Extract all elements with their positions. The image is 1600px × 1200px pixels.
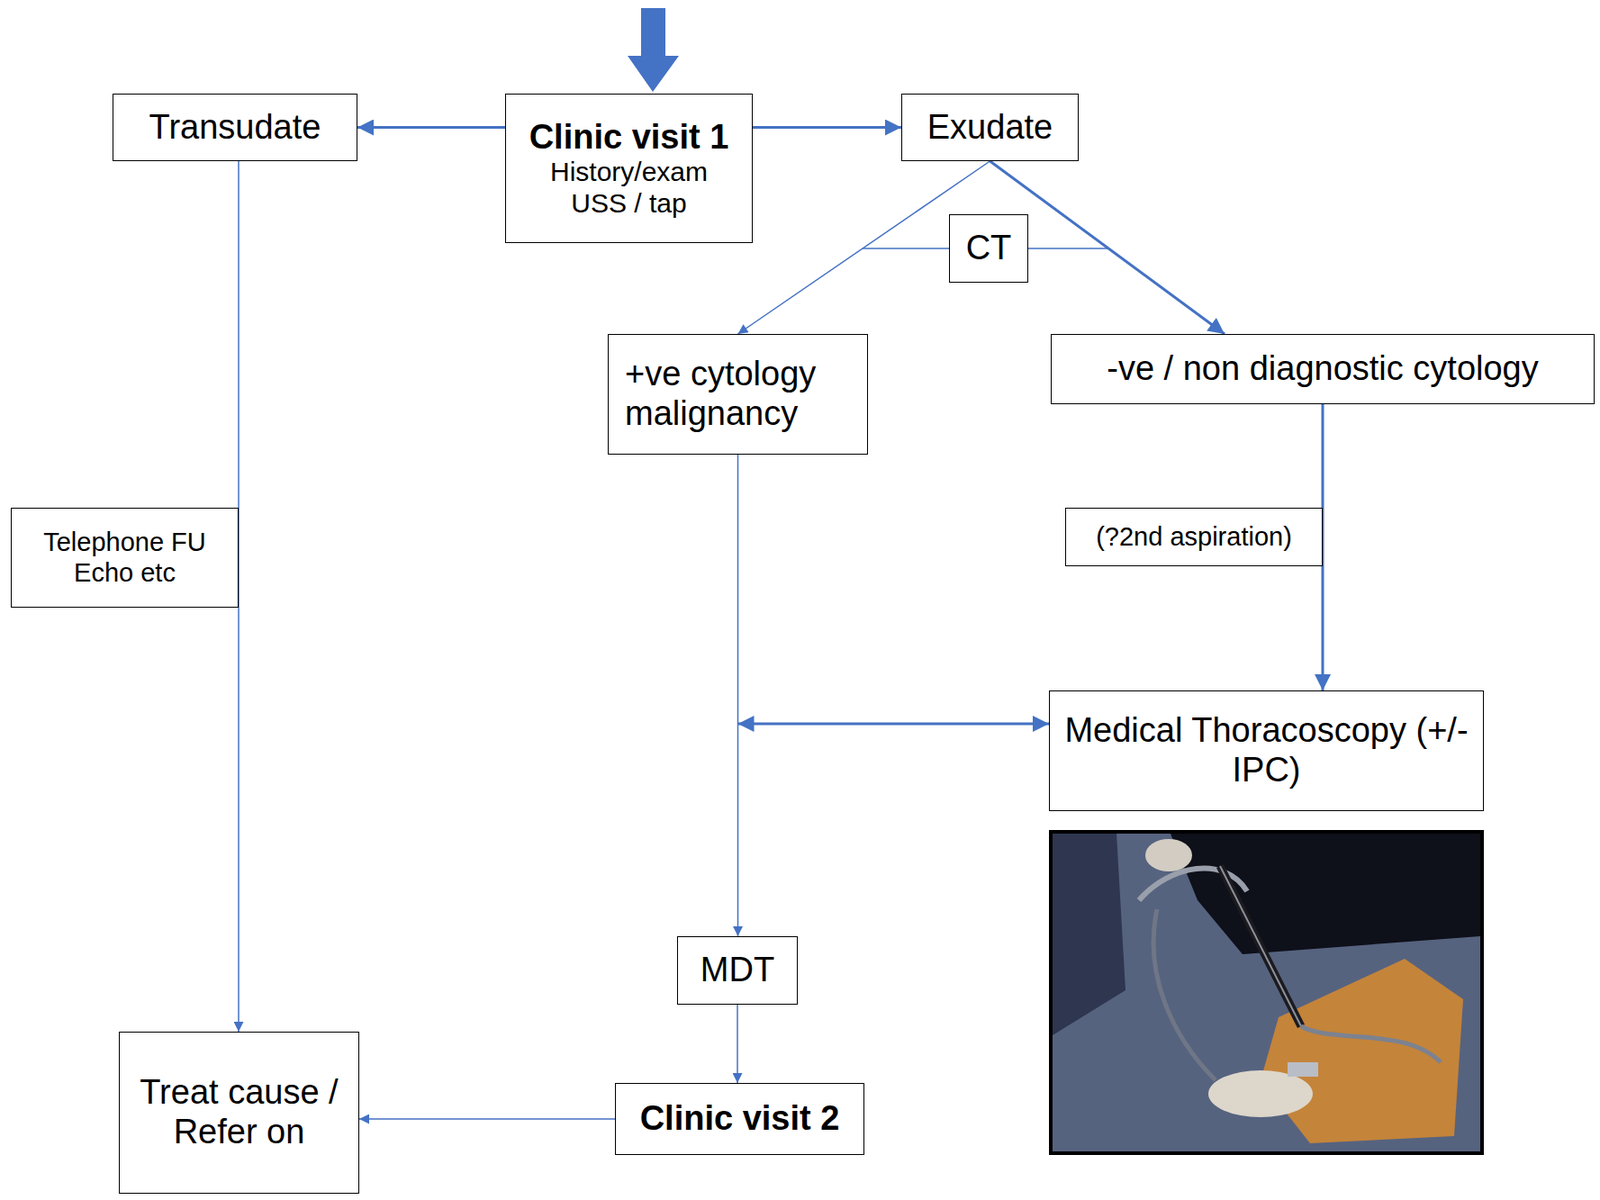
photo-glove — [1145, 839, 1193, 872]
box-label: Treat cause / Refer on — [128, 1073, 350, 1152]
meeting-box: MDT — [677, 936, 798, 1005]
photo-scope — [1220, 866, 1302, 1027]
box-label: Clinic visit 1 — [529, 117, 730, 158]
box-label: (?2nd aspiration) — [1095, 522, 1293, 552]
photo-cable — [1153, 909, 1216, 1081]
photo-tube — [1301, 1026, 1441, 1063]
clinic-box: Clinic visit 2 — [614, 1083, 865, 1156]
thoracoscopy-photo — [1050, 831, 1483, 1154]
flow-arrow — [736, 1004, 739, 1084]
box-label: Clinic visit 2 — [640, 1099, 841, 1139]
flow-arrow — [738, 723, 1050, 726]
result-box: -ve / non diagnostic cytology — [1050, 334, 1595, 405]
note-box: Telephone FU Echo etc — [10, 507, 239, 608]
box-label: Medical Thoracoscopy (+/- IPC) — [1058, 711, 1474, 790]
entry-arrow — [627, 8, 679, 92]
box-body-text: History/exam USS / tap — [532, 156, 726, 219]
box-label: -ve / non diagnostic cytology — [1106, 349, 1539, 389]
photo-frame — [1050, 831, 1483, 1154]
box-label: Telephone FU Echo etc — [20, 527, 229, 588]
box-label: MDT — [700, 950, 775, 991]
ct-link-line — [1028, 247, 1109, 250]
result-box: +ve cytology malignancy — [607, 334, 868, 455]
photo-skin — [1260, 958, 1464, 1144]
box-label: Exudate — [927, 108, 1053, 148]
photo-scope — [1220, 866, 1302, 1027]
outcome-box: Treat cause / Refer on — [118, 1031, 360, 1194]
ct-link-line — [862, 247, 950, 250]
photo-gown — [1052, 833, 1126, 1036]
flow-arrow — [357, 126, 506, 129]
photo-port — [1287, 1062, 1319, 1077]
result-box: Transudate — [112, 93, 358, 162]
photo-drape — [1052, 833, 1481, 1152]
photo-glove — [1208, 1070, 1313, 1118]
flow-arrow — [737, 454, 740, 937]
clinic-box: Clinic visit 1History/exam USS / tap — [505, 93, 753, 244]
procedure-box: Medical Thoracoscopy (+/- IPC) — [1048, 690, 1484, 812]
flow-arrow — [359, 1118, 615, 1121]
box-label: CT — [966, 228, 1013, 269]
test-box: CT — [949, 214, 1029, 283]
result-box: Exudate — [901, 93, 1079, 162]
flow-arrow — [752, 126, 902, 129]
box-label: Transudate — [149, 108, 322, 148]
box-label: +ve cytology malignancy — [624, 354, 859, 434]
note-box: (?2nd aspiration) — [1065, 507, 1323, 567]
